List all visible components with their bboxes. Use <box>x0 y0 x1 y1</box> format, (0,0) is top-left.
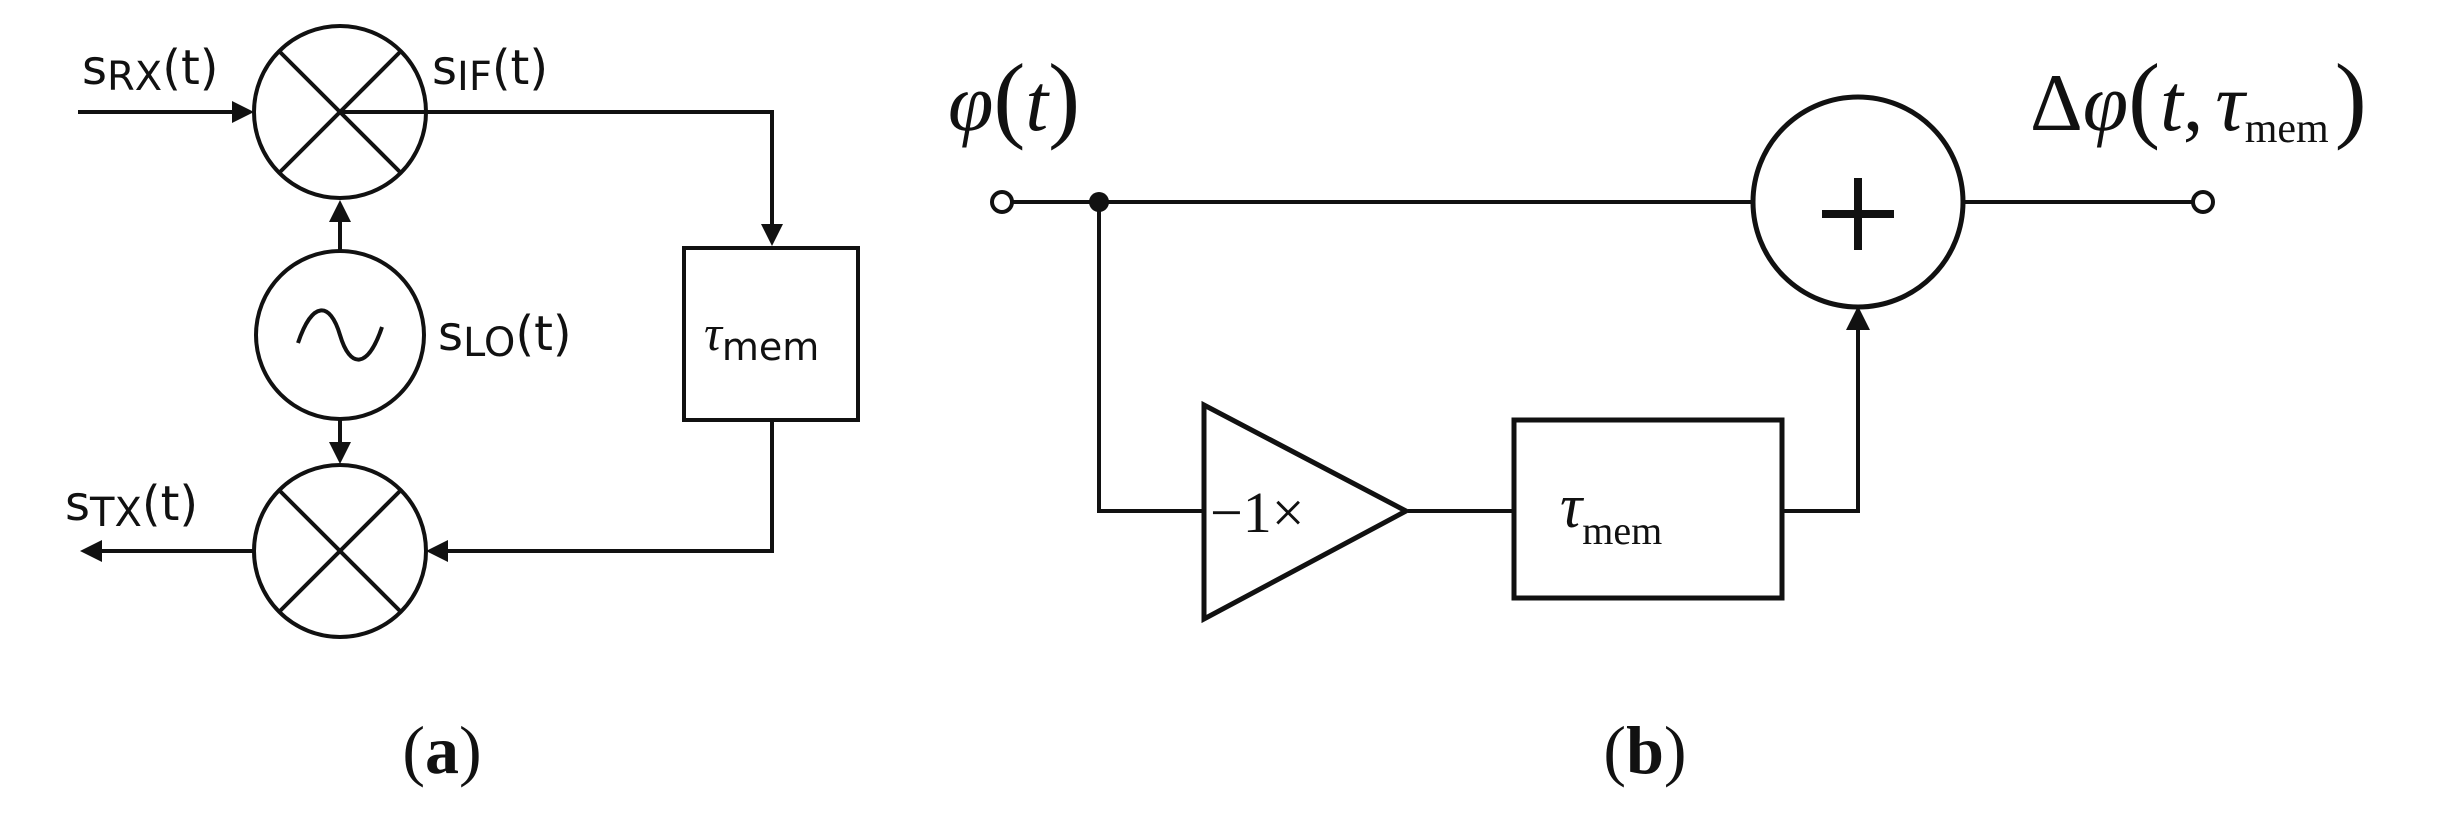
junction-dot <box>1089 192 1109 212</box>
panel-a: τmem sRX(t) sIF(t) sLO(t) sTX(t) (a) <box>65 24 860 788</box>
panel-b-caption: (b) <box>1603 712 1686 788</box>
sine-wave-icon <box>296 308 384 362</box>
delay-block-b <box>1511 417 1785 601</box>
adder <box>1750 94 1966 310</box>
panel-a-caption: (a) <box>402 712 481 788</box>
lo-to-top-mixer-arrow <box>329 200 351 222</box>
tx-signal-label: sTX(t) <box>65 476 198 536</box>
adder-circle <box>1750 94 1966 310</box>
lo-to-bottom-mixer-arrow <box>329 442 351 464</box>
lo-signal-label: sLO(t) <box>438 306 572 366</box>
tx-mixer <box>252 463 428 639</box>
if-output-wire <box>341 110 774 232</box>
if-signal-label: sIF(t) <box>432 40 548 100</box>
rx-input-arrow <box>232 101 254 123</box>
rx-mixer <box>252 24 428 200</box>
input-terminal <box>990 190 1014 214</box>
delay-to-bottom-mixer-wire <box>442 420 774 553</box>
delay-block-b-label: τmem <box>1560 473 1662 553</box>
branch-to-inverter-wire <box>1097 202 1204 513</box>
tx-output-arrow <box>80 540 102 562</box>
local-oscillator <box>254 249 426 421</box>
delay-to-adder-arrow <box>1846 306 1870 330</box>
panel-b-wires <box>1011 200 2193 513</box>
delay-to-adder-wire <box>1782 326 1860 513</box>
panel-b: −1× τmem φ(t) Δφ(t,τmem) (b) <box>948 44 2367 788</box>
inverter-gain-label: −1× <box>1210 480 1304 545</box>
delay-to-bottom-mixer-arrow <box>426 540 448 562</box>
panel-a-wires <box>78 101 783 562</box>
inverter-amplifier <box>1201 400 1412 624</box>
input-phase-label: φ(t) <box>948 44 1080 151</box>
rx-mixer-circle <box>252 24 428 200</box>
local-oscillator-circle <box>254 249 426 421</box>
output-phase-difference-label: Δφ(t,τmem) <box>2030 44 2367 152</box>
tx-mixer-circle <box>252 463 428 639</box>
delay-block-a-label: τmem <box>704 305 819 369</box>
tx-mixer-cross-b <box>277 488 403 614</box>
if-output-arrow <box>761 224 783 246</box>
rx-mixer-cross-b <box>277 49 403 175</box>
delay-block-a <box>682 246 860 422</box>
output-terminal <box>2191 190 2215 214</box>
rx-signal-label: sRX(t) <box>82 40 219 100</box>
